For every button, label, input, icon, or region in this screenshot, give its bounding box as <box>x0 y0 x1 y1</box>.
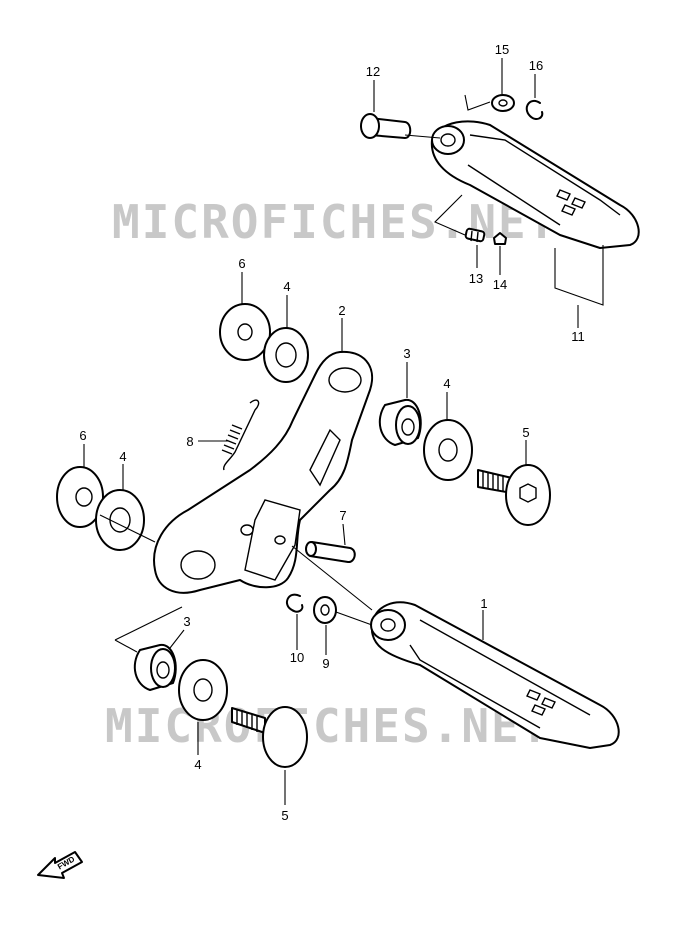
callout-13: 13 <box>469 271 483 286</box>
washer-6-left <box>56 466 104 528</box>
callout-4-right: 4 <box>443 376 450 391</box>
bushing-3-upper <box>378 398 422 446</box>
callout-4-lower: 4 <box>194 757 201 772</box>
ball-14 <box>493 232 507 245</box>
callout-15: 15 <box>495 42 509 57</box>
washer-4-lower <box>178 659 228 721</box>
leader-11-bracket <box>554 245 604 306</box>
callout-5-lower: 5 <box>281 808 288 823</box>
rear-footrest <box>430 120 640 249</box>
washer-9 <box>313 596 337 624</box>
bolt-5-upper <box>477 464 551 526</box>
callout-3-upper: 3 <box>403 346 410 361</box>
callout-8: 8 <box>186 434 193 449</box>
spring-8 <box>221 399 260 471</box>
callout-10: 10 <box>290 650 304 665</box>
bolt-5-lower <box>231 706 308 768</box>
pivot-pin-12 <box>360 113 412 139</box>
clip-10 <box>285 593 304 613</box>
callout-11: 11 <box>571 329 585 344</box>
callout-5-upper: 5 <box>522 425 529 440</box>
detent-13 <box>464 227 486 243</box>
washer-4-left <box>95 489 145 551</box>
watermark-top: MICROFICHES.NET <box>112 195 557 249</box>
callout-14: 14 <box>493 277 507 292</box>
callout-3-lower: 3 <box>183 614 190 629</box>
callout-12: 12 <box>366 64 380 79</box>
callout-6-upper: 6 <box>238 256 245 271</box>
callout-1: 1 <box>480 596 487 611</box>
fwd-indicator: FWD <box>37 851 83 879</box>
pin-7 <box>305 541 356 563</box>
footrest-bracket <box>153 350 373 594</box>
callout-16: 16 <box>529 58 543 73</box>
washer-4-right <box>423 419 473 481</box>
callout-6-left: 6 <box>79 428 86 443</box>
washer-6-upper <box>219 303 271 361</box>
watermark-bottom: MICROFICHES.NET <box>105 699 550 753</box>
callout-4-upper: 4 <box>283 279 290 294</box>
callout-2: 2 <box>338 303 345 318</box>
clip-16 <box>525 99 544 120</box>
arrow-left-icon <box>37 851 83 879</box>
washer-4-upper <box>263 327 309 383</box>
callout-4-left: 4 <box>119 449 126 464</box>
callout-9: 9 <box>322 656 329 671</box>
footrest-1 <box>370 601 620 749</box>
leader-13-bracket <box>434 194 466 236</box>
callout-7: 7 <box>339 508 346 523</box>
bushing-3-lower <box>133 643 177 691</box>
